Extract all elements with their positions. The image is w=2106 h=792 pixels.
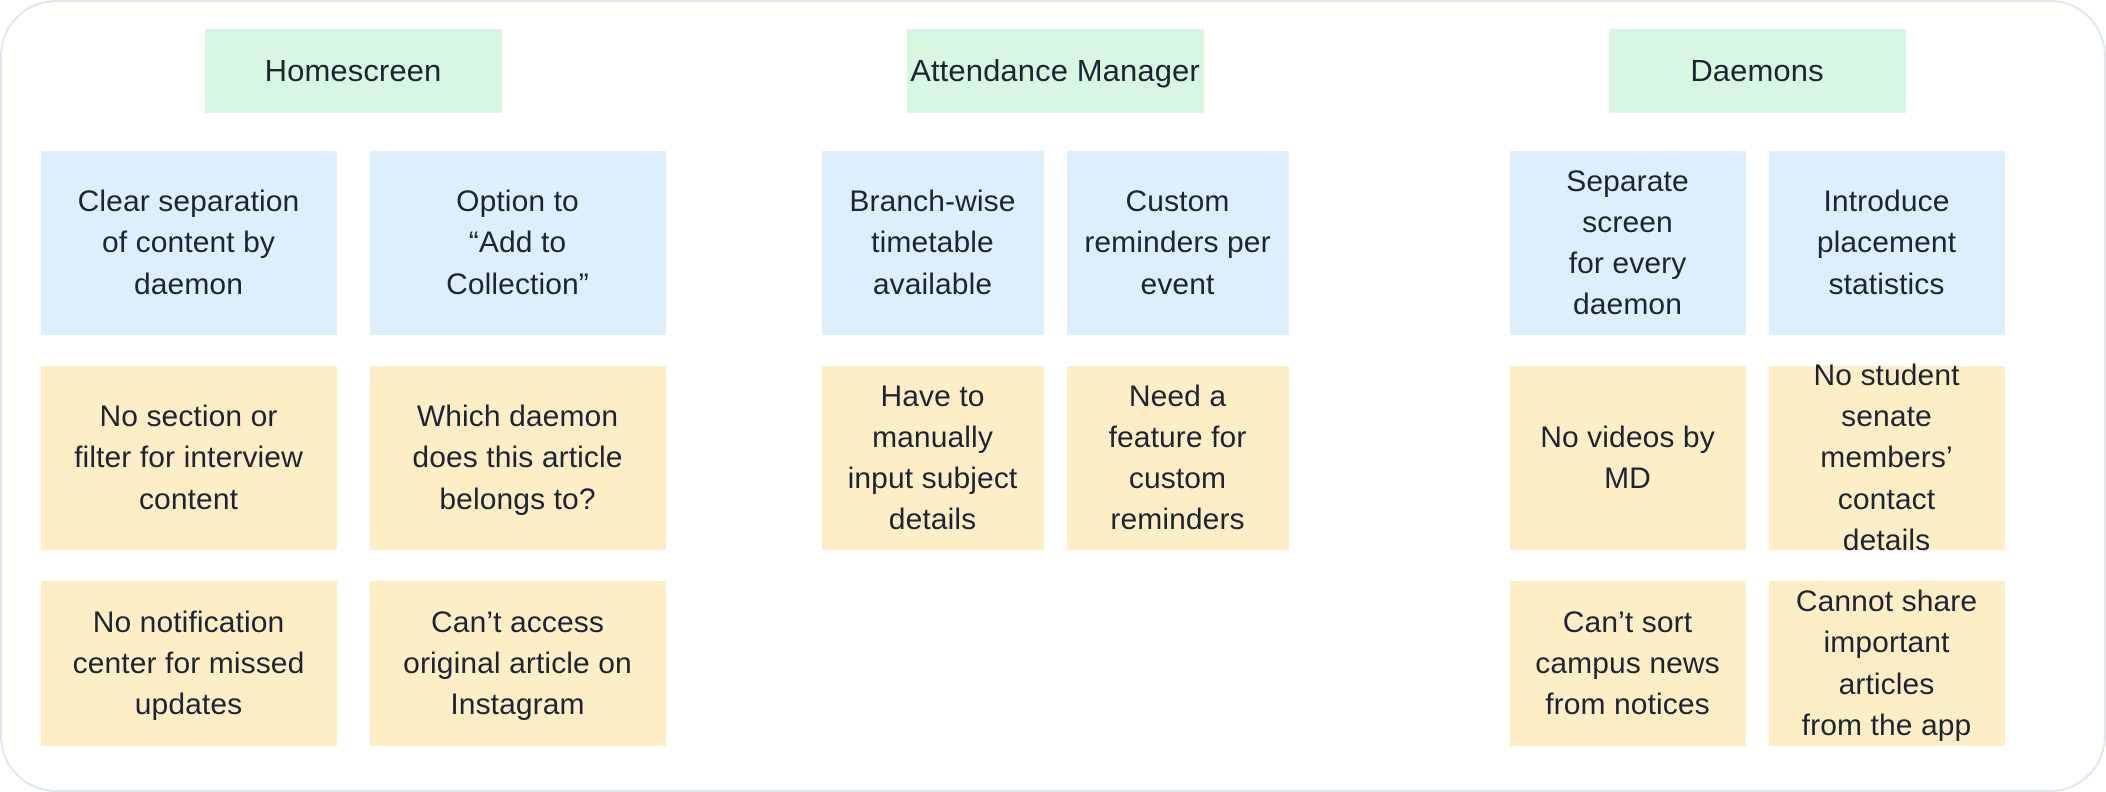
card-painpoint[interactable]: No student senate members’ contact detai…: [1768, 359, 2005, 557]
card-positive[interactable]: Option to “Add to Collection”: [369, 151, 666, 335]
card-text: Introduce placement statistics: [1816, 185, 1957, 301]
card-text: No student senate members’ contact detai…: [1813, 359, 1960, 557]
group-header-attendance-manager[interactable]: Attendance Manager: [906, 29, 1204, 113]
card-row: Can’t sort campus news from notices Cann…: [1406, 581, 2104, 746]
card-text: Can’t access original article on Instagr…: [403, 605, 632, 722]
card-row: Clear separation of content by daemon Op…: [2, 151, 704, 335]
card-text: Option to “Add to Collection”: [446, 185, 589, 301]
card-text: Clear separation of content by daemon: [77, 185, 300, 301]
card-painpoint[interactable]: Can’t sort campus news from notices: [1509, 581, 1746, 746]
card-positive[interactable]: Clear separation of content by daemon: [40, 151, 337, 335]
card-text: Cannot share important articles from the…: [1795, 585, 1978, 742]
card-text: Can’t sort campus news from notices: [1535, 605, 1720, 722]
card-painpoint[interactable]: No notification center for missed update…: [40, 581, 337, 746]
card-row: Have to manually input subject details N…: [704, 366, 1406, 550]
card-painpoint[interactable]: Cannot share important articles from the…: [1768, 581, 2005, 746]
card-text: Branch-wise timetable available: [849, 185, 1016, 301]
card-row: Branch-wise timetable available Custom r…: [704, 151, 1406, 335]
card-text: Which daemon does this article belongs t…: [412, 400, 623, 516]
column-daemons: Daemons Separate screen for every daemon…: [1406, 2, 2104, 790]
column-homescreen: Homescreen Clear separation of content b…: [2, 2, 704, 790]
column-attendance-manager: Attendance Manager Branch-wise timetable…: [704, 2, 1406, 790]
card-painpoint[interactable]: Can’t access original article on Instagr…: [369, 581, 666, 746]
group-header-homescreen[interactable]: Homescreen: [204, 29, 502, 113]
card-row: No section or filter for interview conte…: [2, 366, 704, 550]
card-empty-slot: [822, 581, 1044, 746]
card-painpoint[interactable]: Have to manually input subject details: [821, 366, 1044, 550]
card-text: Separate screen for every daemon: [1566, 164, 1689, 322]
card-positive[interactable]: Introduce placement statistics: [1768, 151, 2005, 335]
card-painpoint[interactable]: No section or filter for interview conte…: [40, 366, 337, 550]
card-painpoint[interactable]: No videos by MD: [1509, 366, 1746, 550]
group-header-daemons[interactable]: Daemons: [1608, 29, 1906, 113]
card-text: No notification center for missed update…: [72, 605, 305, 722]
card-rows-homescreen: Clear separation of content by daemon Op…: [2, 151, 704, 746]
card-text: Need a feature for custom reminders: [1108, 379, 1247, 537]
card-row: No notification center for missed update…: [2, 581, 704, 746]
card-row: [704, 581, 1406, 746]
card-painpoint[interactable]: Need a feature for custom reminders: [1066, 366, 1289, 550]
card-positive[interactable]: Separate screen for every daemon: [1509, 151, 1746, 335]
card-text: No section or filter for interview conte…: [74, 400, 303, 516]
card-empty-slot: [1067, 581, 1289, 746]
card-painpoint[interactable]: Which daemon does this article belongs t…: [369, 366, 666, 550]
card-row: No videos by MD No student senate member…: [1406, 359, 2104, 557]
card-text: No videos by MD: [1540, 420, 1715, 495]
card-positive[interactable]: Custom reminders per event: [1066, 151, 1289, 335]
card-rows-attendance-manager: Branch-wise timetable available Custom r…: [704, 151, 1406, 746]
card-text: Custom reminders per event: [1084, 185, 1271, 301]
group-header-label: Attendance Manager: [910, 52, 1200, 88]
card-row: Separate screen for every daemon Introdu…: [1406, 151, 2104, 335]
group-header-label: Homescreen: [264, 52, 442, 88]
card-positive[interactable]: Branch-wise timetable available: [821, 151, 1044, 335]
card-rows-daemons: Separate screen for every daemon Introdu…: [1406, 151, 2104, 746]
group-header-label: Daemons: [1690, 52, 1824, 88]
card-text: Have to manually input subject details: [847, 379, 1018, 537]
